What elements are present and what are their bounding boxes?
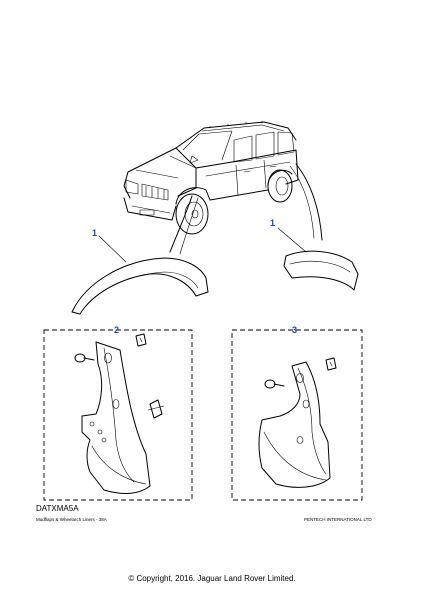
mudflap-rear <box>258 361 331 488</box>
callout-label: 1 <box>270 218 275 228</box>
mudflap-front <box>81 341 151 494</box>
leader-line <box>179 197 199 255</box>
leader-line <box>169 195 193 253</box>
clip-icon <box>325 357 337 371</box>
diagram-caption: Mudflaps & Wheelarch Liners - 38A <box>36 517 107 522</box>
publisher-label: PENTECH INTERNATIONAL LTD <box>304 517 372 522</box>
leader-line <box>277 227 307 253</box>
leader-line <box>295 163 323 241</box>
screw-icon <box>74 353 95 363</box>
mudflap-rear-kit-box <box>231 329 363 501</box>
callout-label: 1 <box>92 228 97 238</box>
callout-label: 2 <box>114 325 119 335</box>
leader-line <box>289 165 315 239</box>
callout-label: 3 <box>292 325 297 335</box>
vehicle-illustration <box>123 120 299 235</box>
wheelarch-liner-rear <box>283 250 359 291</box>
copyright-notice: © Copyright, 2016. Jaguar Land Rover Lim… <box>128 574 296 583</box>
wheelarch-liner-front <box>71 257 209 315</box>
mudflap-front-kit-box <box>43 329 193 501</box>
fastener-icon <box>147 399 165 419</box>
leader-line <box>98 235 127 263</box>
diagram-reference-code: DATXMA5A <box>36 504 79 513</box>
screw-icon <box>264 379 285 389</box>
clip-icon <box>135 333 147 347</box>
